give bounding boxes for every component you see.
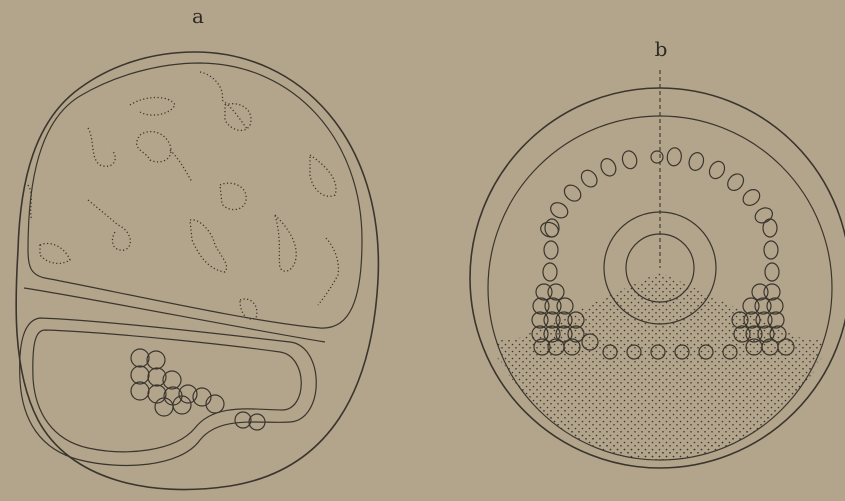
panel-a-lower-chamber-inner: [33, 330, 301, 452]
oval-body: [651, 151, 663, 163]
oval-body: [765, 263, 779, 281]
oval-body: [545, 219, 559, 237]
cell: [220, 183, 246, 209]
panel-a-label: a: [192, 4, 204, 28]
cell: [137, 132, 171, 162]
sphere: [235, 412, 251, 428]
oval-body: [621, 149, 639, 170]
cell: [170, 150, 192, 182]
sphere: [148, 385, 166, 403]
panel-a-cells: [28, 72, 338, 319]
oval-body: [687, 151, 706, 172]
cluster-body: [752, 284, 768, 300]
sphere: [131, 366, 149, 384]
cell: [88, 128, 115, 166]
oval-body: [561, 182, 584, 204]
oval-body: [724, 171, 746, 194]
cluster-body: [548, 284, 564, 300]
sphere: [193, 388, 211, 406]
panel-b-oval-ring: [539, 147, 779, 281]
cell: [225, 104, 251, 131]
oval-body: [544, 241, 558, 259]
oval-body: [707, 159, 728, 182]
cell: [40, 243, 70, 263]
sphere: [131, 382, 149, 400]
cell: [310, 155, 336, 196]
sphere: [155, 398, 173, 416]
panel-a-upper-chamber-floor: [24, 288, 325, 342]
oval-body: [666, 147, 682, 167]
panel-a-outer-wall: [16, 52, 378, 490]
cell: [318, 238, 338, 305]
oval-body: [548, 200, 571, 221]
oval-body: [763, 219, 777, 237]
panel-a-lower-chamber-outer: [20, 318, 317, 465]
cell: [240, 299, 257, 319]
cell: [275, 215, 296, 271]
oval-body: [598, 156, 618, 178]
cell: [200, 72, 248, 130]
sphere: [147, 351, 165, 369]
cell: [88, 200, 130, 250]
oval-body: [740, 186, 763, 208]
panel-b: b: [470, 37, 845, 480]
panel-b-stippled-band: [480, 340, 840, 480]
oval-body: [578, 167, 600, 190]
oval-body: [764, 241, 778, 259]
cell: [190, 220, 227, 272]
panel-b-label: b: [655, 37, 668, 61]
panel-a-spheres: [131, 349, 265, 430]
panel-a: a: [16, 4, 378, 490]
oval-body: [543, 263, 557, 281]
sphere: [131, 349, 149, 367]
panel-a-upper-chamber: [28, 63, 362, 328]
cell: [130, 98, 175, 116]
sphere: [206, 395, 224, 413]
